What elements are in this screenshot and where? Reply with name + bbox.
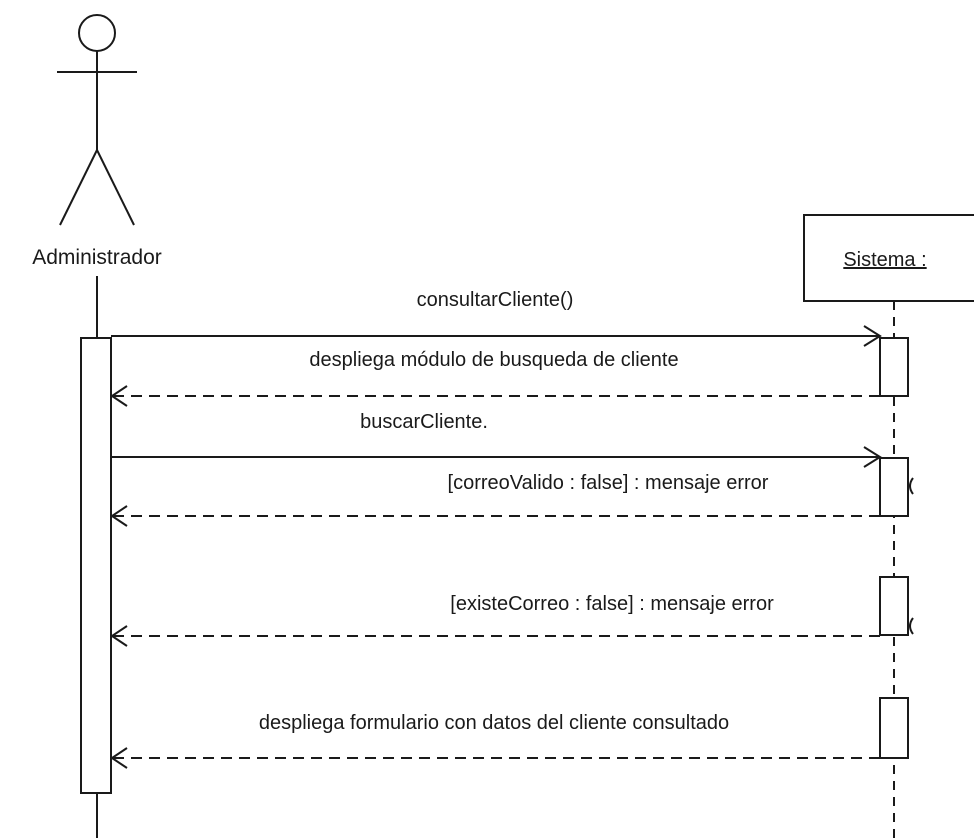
object-label: Sistema : xyxy=(843,249,926,271)
self-call-hook-icon xyxy=(909,477,914,495)
object-activation-bar xyxy=(879,457,909,517)
actor-activation-bar xyxy=(80,337,112,794)
message-label: consultarCliente() xyxy=(417,289,574,311)
object-activation-bar xyxy=(879,576,909,636)
object-box xyxy=(803,214,974,302)
arrowhead-icon xyxy=(110,747,128,769)
arrowhead-icon xyxy=(110,385,128,407)
arrowhead-icon xyxy=(863,325,882,347)
arrowhead-icon xyxy=(110,505,128,527)
self-call-hook-icon xyxy=(909,617,914,635)
arrowhead-icon xyxy=(110,625,128,647)
message-label: [existeCorreo : false] : mensaje error xyxy=(450,593,774,615)
arrowhead-icon xyxy=(863,446,882,468)
message-label: buscarCliente. xyxy=(360,411,488,433)
object-activation-bar xyxy=(879,697,909,759)
actor-label: Administrador xyxy=(32,246,162,269)
object-activation-bar xyxy=(879,337,909,397)
message-label: despliega formulario con datos del clien… xyxy=(259,712,729,734)
message-label: despliega módulo de busqueda de cliente xyxy=(309,349,678,371)
message-label: [correoValido : false] : mensaje error xyxy=(448,472,769,494)
actor-figure-icon xyxy=(57,14,137,226)
